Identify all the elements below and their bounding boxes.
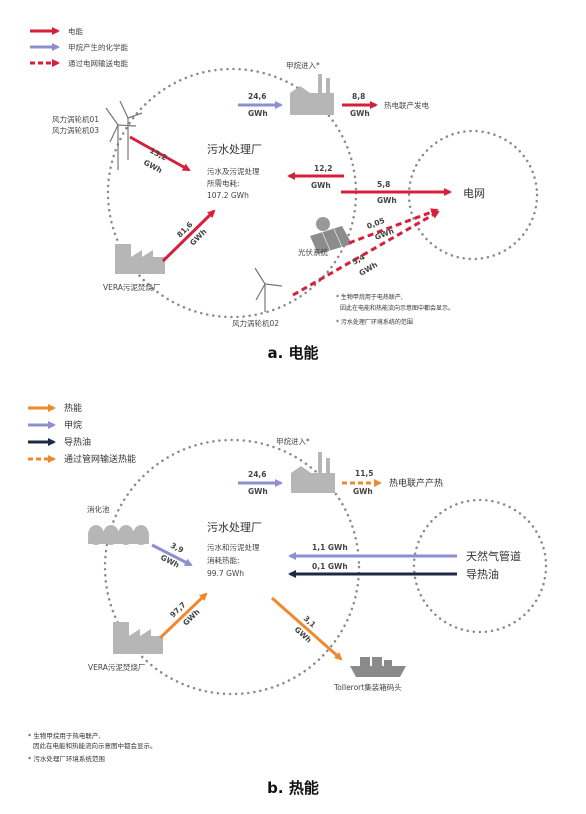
plant-desc-a-3: 107.2 GWh xyxy=(207,191,249,200)
methane-unit-a: GWh xyxy=(248,109,268,118)
pv-val: 0,05 xyxy=(365,216,386,231)
vera-factory-icon xyxy=(115,244,165,274)
legend-b-pipe: 通过管网输送热能 xyxy=(64,453,136,465)
methane-input-a: 甲烷进入* xyxy=(286,60,320,70)
chp-unit-a: GWh xyxy=(350,109,370,118)
chp-val-b: 11,5 xyxy=(355,469,374,478)
plant-desc-b-2: 消耗热能: xyxy=(207,555,240,565)
plant-boundary-b xyxy=(103,438,361,696)
vera-arrow-a xyxy=(161,209,216,263)
plant-name-b: 污水处理厂 xyxy=(207,521,262,534)
vera-label-a: VERA污泥焚烧厂 xyxy=(103,282,161,292)
footnote-a-1: * 生物甲烷用于电热联产, xyxy=(336,293,403,301)
legend-a-grid: 通过电网输送电能 xyxy=(68,58,128,68)
chp-unit-b: GWh xyxy=(353,487,373,496)
methane-val-b: 24,6 xyxy=(248,470,267,479)
chp-factory-icon xyxy=(290,74,334,115)
grid-in-val: 12,2 xyxy=(314,164,333,173)
wind-turbine-bottom-icon xyxy=(254,267,283,312)
ship-icon xyxy=(350,657,406,677)
grid-label: 电网 xyxy=(463,187,485,200)
wind-turbine-icon xyxy=(105,100,143,170)
pv-arrow xyxy=(348,208,439,245)
panel-b-heat: 热能 甲烷 导热油 通过管网输送热能 甲烷进入* 消化池 xyxy=(28,402,548,797)
vera-unit-a: GWh xyxy=(188,227,208,247)
legend-b-oil: 导热油 xyxy=(64,436,91,448)
digester-icon xyxy=(88,525,149,545)
legend-b-methane: 甲烷 xyxy=(64,419,82,431)
chp-label-a: 热电联产发电 xyxy=(384,100,429,110)
plant-name-a: 污水处理厂 xyxy=(207,143,262,156)
digester-arrow xyxy=(151,543,193,567)
panel-a-electric: 电能 甲烷产生的化学能 通过电网输送电能 甲烷进入* 风力涡轮机01 xyxy=(30,26,539,362)
footnote-b-1: * 生物甲烷用于热电联产, xyxy=(28,731,100,740)
methane-input-b: 甲烷进入* xyxy=(276,436,310,446)
oil-val: 0,1 GWh xyxy=(312,562,348,571)
methane-unit-b: GWh xyxy=(248,487,268,496)
caption-a: a. 电能 xyxy=(267,344,318,362)
footnote-a-3: * 污水处理厂环境系统的范围 xyxy=(336,318,413,326)
solar-panel-icon xyxy=(310,217,352,254)
legend-a: 电能 甲烷产生的化学能 通过电网输送电能 xyxy=(30,26,128,68)
wind-top-unit: GWh xyxy=(142,158,164,175)
plant-desc-b-1: 污水和污泥处理 xyxy=(207,542,260,552)
wind-turbine-03: 风力涡轮机03 xyxy=(52,125,99,135)
vera-factory-icon-b xyxy=(113,622,163,654)
grid-in-unit: GWh xyxy=(311,181,331,190)
methane-val-a: 24,6 xyxy=(248,92,267,101)
wind-turbine-02: 风力涡轮机02 xyxy=(232,318,279,328)
oil-label: 导热油 xyxy=(466,567,499,581)
plant-desc-a-1: 污水及污泥处理 xyxy=(207,166,260,176)
external-boundary-b xyxy=(412,498,548,634)
terminal-label: Tollerort集装箱码头 xyxy=(333,682,402,692)
legend-a-electric: 电能 xyxy=(68,26,83,36)
legend-b: 热能 甲烷 导热油 通过管网输送热能 xyxy=(28,402,136,465)
footnote-b-2: 因此在电能和热能流向示意图中都会显示。 xyxy=(33,741,157,750)
wind-turbine-01: 风力涡轮机01 xyxy=(52,114,99,124)
gas-val: 1,1 GWh xyxy=(312,543,348,552)
terminal-arrow xyxy=(271,596,343,661)
digester-unit: GWh xyxy=(159,553,181,570)
grid-out-val: 5,8 xyxy=(377,180,390,189)
legend-a-methane: 甲烷产生的化学能 xyxy=(68,42,128,52)
gas-label: 天然气管道 xyxy=(466,549,521,563)
vera-arrow-b xyxy=(158,592,208,640)
wind-top-arrow xyxy=(129,135,191,172)
vera-label-b: VERA污泥焚烧厂 xyxy=(88,662,146,672)
grid-out-unit: GWh xyxy=(377,196,397,205)
digester-label: 消化池 xyxy=(87,504,110,514)
pv-label: 光伏系统 xyxy=(298,247,328,257)
caption-b: b. 热能 xyxy=(267,779,319,797)
digester-val: 3,9 xyxy=(169,541,185,555)
chp-label-b: 热电联产产热 xyxy=(389,477,443,489)
footnote-a-2: 因此在电能和热能流向示意图中都会显示。 xyxy=(340,304,454,312)
legend-b-heat: 热能 xyxy=(64,402,82,414)
plant-desc-b-3: 99.7 GWh xyxy=(207,569,244,578)
vera-unit-b: GWh xyxy=(181,607,201,627)
chp-factory-icon-b xyxy=(291,452,335,493)
footnote-b-3: * 污水处理厂环境系统范围 xyxy=(28,754,105,763)
chp-val-a: 8,8 xyxy=(352,92,365,101)
plant-desc-a-2: 所需电耗: xyxy=(207,178,240,188)
grid-boundary-a xyxy=(407,129,539,261)
wind-bottom-arrow xyxy=(292,210,440,297)
